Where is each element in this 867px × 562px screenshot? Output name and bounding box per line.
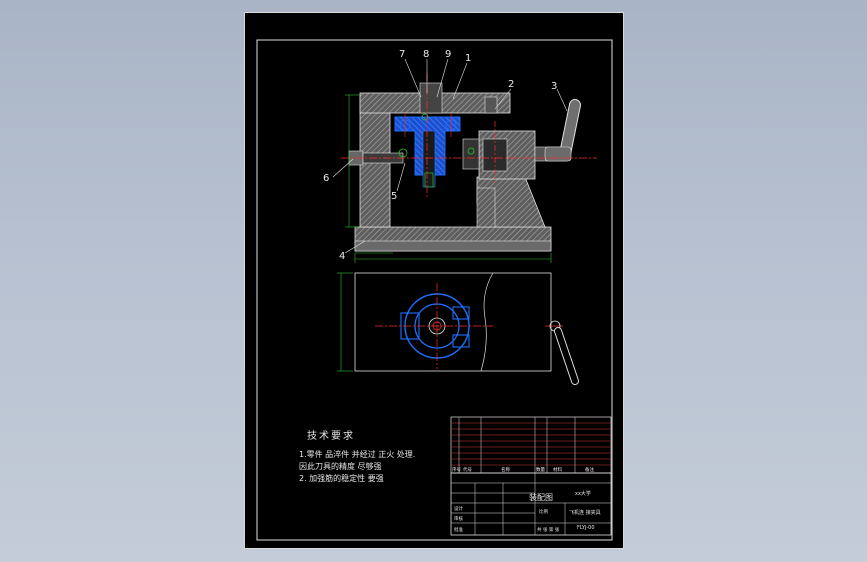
sheet-count: 共 张 第 张 bbox=[537, 526, 560, 533]
label-5: 5 bbox=[391, 191, 397, 202]
front-view bbox=[332, 58, 597, 263]
technical-notes: 技术要求 1.零件 品淬件 并经过 正火 处理. 因此刀具的精度 尽够强 2. … bbox=[299, 431, 415, 485]
approved-label: 批准 bbox=[454, 526, 463, 533]
note-line-1: 1.零件 品淬件 并经过 正火 处理. bbox=[299, 450, 416, 459]
bom-header-code: 代号 bbox=[463, 466, 472, 473]
bom-header-qty: 数量 bbox=[536, 466, 545, 473]
scale-label: 比例 bbox=[539, 508, 548, 515]
designer-label: 设计 bbox=[454, 505, 463, 512]
top-view bbox=[337, 272, 579, 385]
inner-frame bbox=[256, 39, 613, 541]
notes-title: 技术要求 bbox=[307, 431, 355, 442]
bom-header-remark: 备注 bbox=[585, 466, 594, 473]
top-view-outline bbox=[354, 272, 552, 372]
note-line-2: 因此刀具的精度 尽够强 bbox=[299, 462, 382, 471]
assembly-drawing: 7 8 9 1 2 3 6 5 4 bbox=[256, 39, 613, 541]
label-4: 4 bbox=[339, 251, 345, 262]
part-name: 飞机连 接夹具 bbox=[569, 509, 601, 516]
bom-header-no: 序号 bbox=[452, 466, 461, 473]
drawing-name: 装配图 bbox=[529, 492, 553, 502]
label-3: 3 bbox=[551, 81, 557, 92]
label-1: 1 bbox=[465, 53, 471, 64]
label-6: 6 bbox=[323, 173, 329, 184]
label-9: 9 bbox=[445, 49, 451, 60]
label-8: 8 bbox=[423, 49, 429, 60]
label-2: 2 bbox=[508, 79, 514, 90]
school-name: xx大学 bbox=[575, 490, 591, 497]
note-line-3: 2. 加强筋的稳定性 要强 bbox=[299, 474, 384, 483]
handle bbox=[544, 99, 581, 162]
bom-table: 序号 代号 名称 数量 材料 备注 bbox=[450, 416, 612, 474]
bom-header-name: 名称 bbox=[501, 466, 510, 473]
part-labels: 7 8 9 1 2 3 6 5 4 bbox=[323, 49, 557, 262]
drawing-sheet: 7 8 9 1 2 3 6 5 4 bbox=[244, 12, 624, 549]
drawing-number: FLYJ-00 bbox=[577, 525, 595, 531]
title-block: 装配图 xx大学 飞机连 接夹具 FLYJ-00 比例 共 张 第 张 设计 审… bbox=[450, 472, 612, 536]
checker-label: 审核 bbox=[454, 515, 463, 522]
bom-header-material: 材料 bbox=[553, 466, 562, 473]
label-7: 7 bbox=[399, 49, 405, 60]
